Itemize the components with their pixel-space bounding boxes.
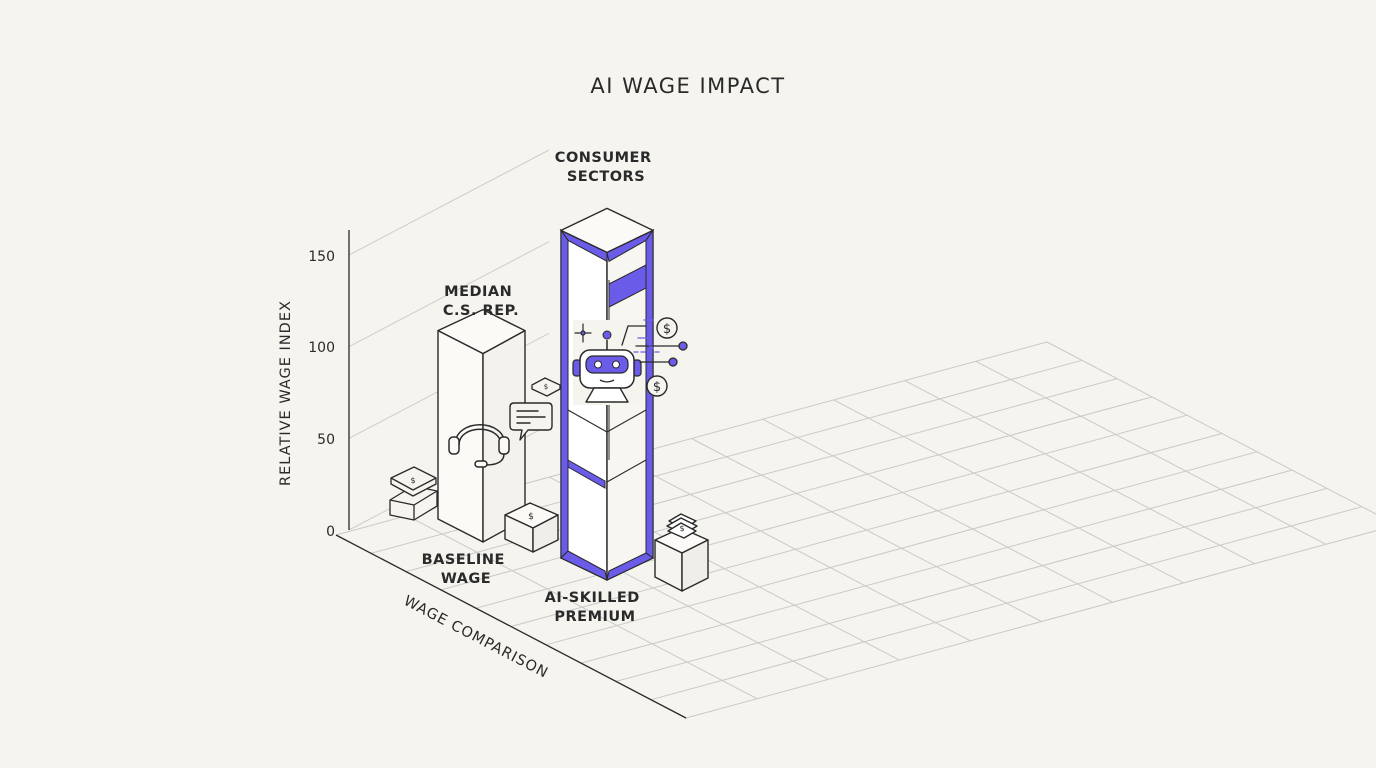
floor-grid-line bbox=[545, 451, 1258, 646]
bar-highlight-frame bbox=[559, 228, 655, 581]
y-tick-label: 100 bbox=[308, 340, 335, 356]
category-label-median: MEDIAN C.S. REP. bbox=[443, 284, 519, 319]
bar-median-cs-rep bbox=[437, 308, 526, 543]
segment-line bbox=[567, 409, 608, 433]
svg-text:$: $ bbox=[679, 524, 684, 533]
wall-grid-line bbox=[348, 149, 550, 256]
category-label-consumer: CONSUMER SECTORS bbox=[555, 150, 657, 185]
money-stack-icon: $ bbox=[389, 466, 438, 521]
x-axis-title: WAGE COMPARISON bbox=[401, 593, 551, 682]
chart-title: AI WAGE IMPACT bbox=[590, 74, 785, 98]
bar-consumer-sectors bbox=[559, 207, 655, 581]
sparkle-icon bbox=[574, 323, 592, 343]
y-tick-label: 150 bbox=[308, 249, 335, 265]
dollar-coin-icon: $ bbox=[656, 317, 678, 339]
highlight-strip bbox=[606, 552, 654, 581]
floor-grid-line bbox=[904, 380, 1256, 565]
floor-grid-line bbox=[833, 399, 1184, 584]
svg-text:$: $ bbox=[653, 380, 661, 395]
y-tick-label: 50 bbox=[317, 432, 335, 448]
headset-icon bbox=[448, 424, 510, 468]
highlight-strip bbox=[560, 228, 569, 560]
money-flow-lines: $ bbox=[621, 319, 688, 367]
dollar-coin-icon: $ bbox=[646, 375, 668, 397]
y-axis-title: RELATIVE WAGE INDEX bbox=[278, 300, 294, 486]
floor-grid-line bbox=[650, 506, 1363, 701]
svg-text:$: $ bbox=[544, 383, 548, 391]
wall-grid-line bbox=[348, 241, 550, 348]
svg-text:$: $ bbox=[663, 322, 671, 337]
segment-line bbox=[606, 409, 647, 433]
y-tick-label: 0 bbox=[326, 524, 335, 540]
svg-text:$: $ bbox=[648, 342, 654, 353]
annotation-ai-skilled-premium: AI-SKILLED PREMIUM bbox=[545, 590, 646, 625]
highlight-strip bbox=[560, 550, 608, 581]
highlight-band bbox=[567, 459, 606, 489]
floor-grid-line bbox=[975, 360, 1327, 545]
x-axis-line bbox=[335, 534, 687, 719]
floor-grid-line bbox=[685, 530, 1376, 719]
chat-bubble-icon bbox=[509, 402, 553, 441]
cash-box-icon: $ bbox=[531, 377, 561, 397]
floor-grid-line bbox=[615, 487, 1328, 682]
money-box-icon: $ bbox=[504, 502, 559, 553]
cash-box-icon: $ bbox=[654, 513, 709, 592]
floor-grid-line bbox=[1046, 341, 1376, 515]
segment-line bbox=[606, 459, 647, 483]
svg-text:$: $ bbox=[528, 512, 534, 522]
annotation-baseline-wage: BASELINE WAGE bbox=[422, 552, 511, 587]
floor-grid-line bbox=[762, 418, 1113, 603]
floor-grid-line bbox=[691, 438, 1042, 622]
axes bbox=[335, 230, 687, 719]
floor-grid-line bbox=[580, 469, 1293, 664]
svg-text:$: $ bbox=[410, 476, 415, 485]
